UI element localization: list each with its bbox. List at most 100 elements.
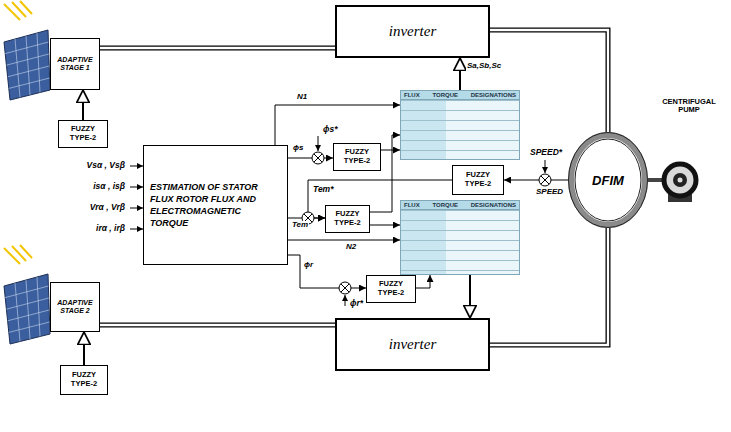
reference-name: ϕr*: [349, 299, 364, 308]
inverter-box: inverter: [335, 318, 490, 371]
pump-eye: [678, 178, 683, 183]
input-arrows: [130, 166, 143, 229]
connector-label: ϕr: [303, 261, 314, 270]
node-text: FUZZY TYPE-2: [370, 280, 412, 297]
signal-line: [83, 332, 85, 365]
signal-line: [370, 225, 400, 226]
table-header-cell: DESIGNATIONS: [471, 92, 516, 98]
panel-grid-line: [6, 298, 48, 309]
power-line-gap: [100, 324, 335, 326]
input-arrow: [130, 229, 143, 230]
signal-line: [381, 150, 400, 151]
solar-panel: [4, 30, 50, 100]
fuzzy-controller: FUZZY TYPE-2: [333, 143, 381, 171]
panel-grid-line: [26, 280, 30, 339]
reference-arrow: [545, 160, 546, 173]
node-text: inverter: [389, 23, 436, 40]
connector-group: [504, 180, 568, 181]
connector-group: [275, 105, 400, 145]
inverter-box: inverter: [335, 5, 490, 58]
sun-ray: [20, 1, 32, 14]
table-header-cell: TORQUE: [432, 92, 458, 98]
connector-label: SPEED: [535, 188, 564, 197]
node-text: DFIM: [592, 173, 624, 188]
signal-line: [82, 90, 84, 120]
input-arrow: [130, 187, 143, 188]
connector-group: [381, 150, 400, 151]
connector-group: [370, 225, 400, 226]
input-arrow: [130, 166, 143, 167]
table-header-cell: FLUX: [404, 92, 420, 98]
stator-edge: [569, 133, 648, 228]
summing-cross: [541, 176, 549, 184]
signal-line: [288, 240, 400, 241]
connector-group: [288, 158, 333, 159]
summing-circle: [312, 152, 324, 164]
summing-cross: [341, 284, 349, 292]
panel-grid: [5, 277, 49, 342]
adaptive-stage: ADAPTIVE STAGE 1: [50, 38, 100, 90]
dfim-machine: DFIM: [568, 132, 648, 228]
switching-table: FLUX TORQUE DESIGNATIONS: [400, 90, 520, 160]
connector-label: N2: [345, 243, 357, 252]
connector-group: [416, 275, 430, 288]
panel-grid-line: [9, 78, 50, 88]
table-header-cell: FLUX: [404, 202, 420, 208]
connector-group: [470, 275, 471, 318]
summing-junction: [339, 282, 351, 294]
node-text: ESTIMATION OF STATOR FLUX ROTOR FLUX AND…: [150, 181, 281, 230]
connector-label: Tem: [291, 221, 309, 230]
node-text: FUZZY TYPE-2: [337, 148, 377, 165]
summing-junctions: [302, 152, 551, 294]
signal-name: isα , isβ: [92, 182, 126, 191]
pump-housing: [664, 164, 696, 196]
pump-impeller: [673, 173, 687, 187]
solar-panel: [4, 274, 50, 344]
panel-grid-line: [15, 283, 20, 342]
summing-cross: [314, 154, 322, 162]
signal-line: [459, 58, 461, 90]
connector-label: Sa,Sb,Sc: [466, 62, 502, 71]
panel-grid-line: [26, 36, 30, 95]
fuzzy-controller: FUZZY TYPE-2: [366, 275, 416, 303]
summing-junction: [312, 152, 324, 164]
panel-grid-line: [37, 277, 40, 337]
panel-grid-line: [6, 54, 48, 65]
node-text: ADAPTIVE STAGE 2: [54, 299, 96, 316]
reference-arrows: [318, 136, 545, 306]
panel-grid-line: [37, 33, 40, 93]
power-line: [100, 323, 335, 328]
table-header-cell: TORQUE: [432, 202, 458, 208]
connector-group: [100, 325, 335, 326]
estimator-box: ESTIMATION OF STATOR FLUX ROTOR FLUX AND…: [143, 145, 288, 265]
panel-grid: [5, 33, 49, 98]
power-line-gap: [100, 47, 335, 49]
table-header: FLUX TORQUE DESIGNATIONS: [401, 91, 519, 100]
adaptive-stage: ADAPTIVE STAGE 2: [50, 282, 100, 332]
rotor-edge: [575, 139, 641, 221]
fuzzy-controller: FUZZY TYPE-2: [452, 165, 504, 195]
input-arrow: [130, 208, 143, 209]
table-header: FLUX TORQUE DESIGNATIONS: [401, 201, 519, 210]
panel-grid-line: [8, 66, 50, 77]
signal-line: [288, 255, 366, 288]
summing-circle: [339, 282, 351, 294]
signal-name: Vrα , Vrβ: [89, 203, 126, 212]
panel-grid-line: [15, 39, 20, 98]
signal-name: irα , irβ: [95, 224, 126, 233]
connector-group: [288, 240, 400, 241]
signal-line: [504, 180, 568, 181]
node-text: ADAPTIVE STAGE 1: [54, 56, 96, 73]
connector-group: [83, 90, 84, 120]
signal-name: Vsα , Vsβ: [86, 161, 126, 170]
reference-name: Tem*: [312, 185, 334, 194]
panel-grid-line: [8, 310, 50, 321]
connector-group: [100, 48, 335, 49]
signal-line: [275, 105, 400, 145]
node-text: FUZZY TYPE-2: [329, 210, 366, 227]
sun-ray: [4, 4, 20, 20]
summing-junction: [539, 174, 551, 186]
signal-line: [288, 158, 333, 159]
table-header-cell: DESIGNATIONS: [471, 202, 516, 208]
